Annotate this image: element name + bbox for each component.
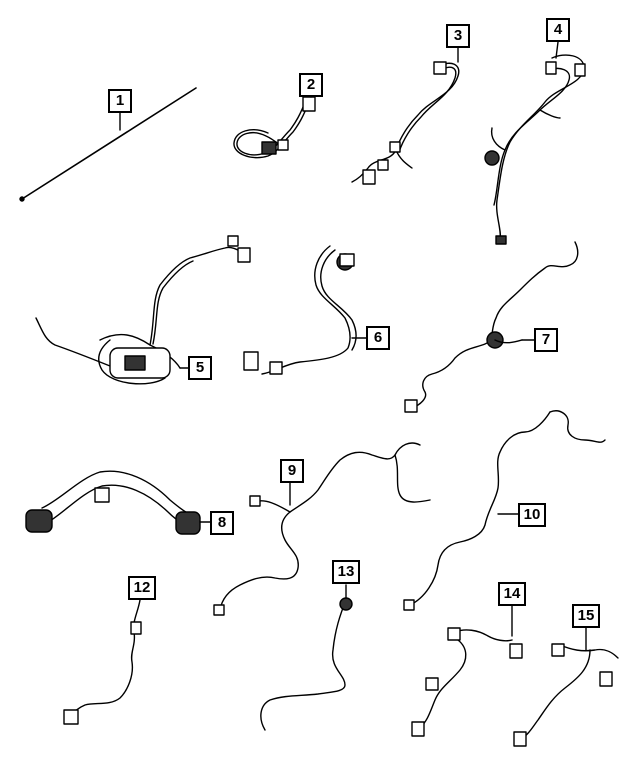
part-10-harness <box>403 410 606 611</box>
part-4-harness <box>484 41 586 245</box>
part-3-harness <box>351 47 460 185</box>
callout-5: 5 <box>188 356 212 380</box>
part-6-harness <box>243 245 367 375</box>
part-2-harness <box>233 89 316 159</box>
callout-12: 12 <box>128 576 156 600</box>
part-14-harness <box>411 605 523 737</box>
part-13-harness <box>260 584 353 731</box>
part-8-harness <box>25 470 211 535</box>
callout-4: 4 <box>546 18 570 42</box>
part-5-harness <box>35 235 251 385</box>
part-9-harness <box>213 442 431 616</box>
callout-6: 6 <box>366 326 390 350</box>
callout-10: 10 <box>518 503 546 527</box>
callout-15: 15 <box>572 604 600 628</box>
callout-13: 13 <box>332 560 360 584</box>
callout-7: 7 <box>534 328 558 352</box>
callout-1: 1 <box>108 89 132 113</box>
part-12-harness <box>63 599 142 725</box>
callout-3: 3 <box>446 24 470 48</box>
callout-8: 8 <box>210 511 234 535</box>
callout-14: 14 <box>498 582 526 606</box>
part-1-antenna-wire <box>19 87 197 202</box>
callout-2: 2 <box>299 73 323 97</box>
part-15-harness <box>513 627 619 747</box>
callout-9: 9 <box>280 459 304 483</box>
part-7-harness <box>404 241 579 413</box>
